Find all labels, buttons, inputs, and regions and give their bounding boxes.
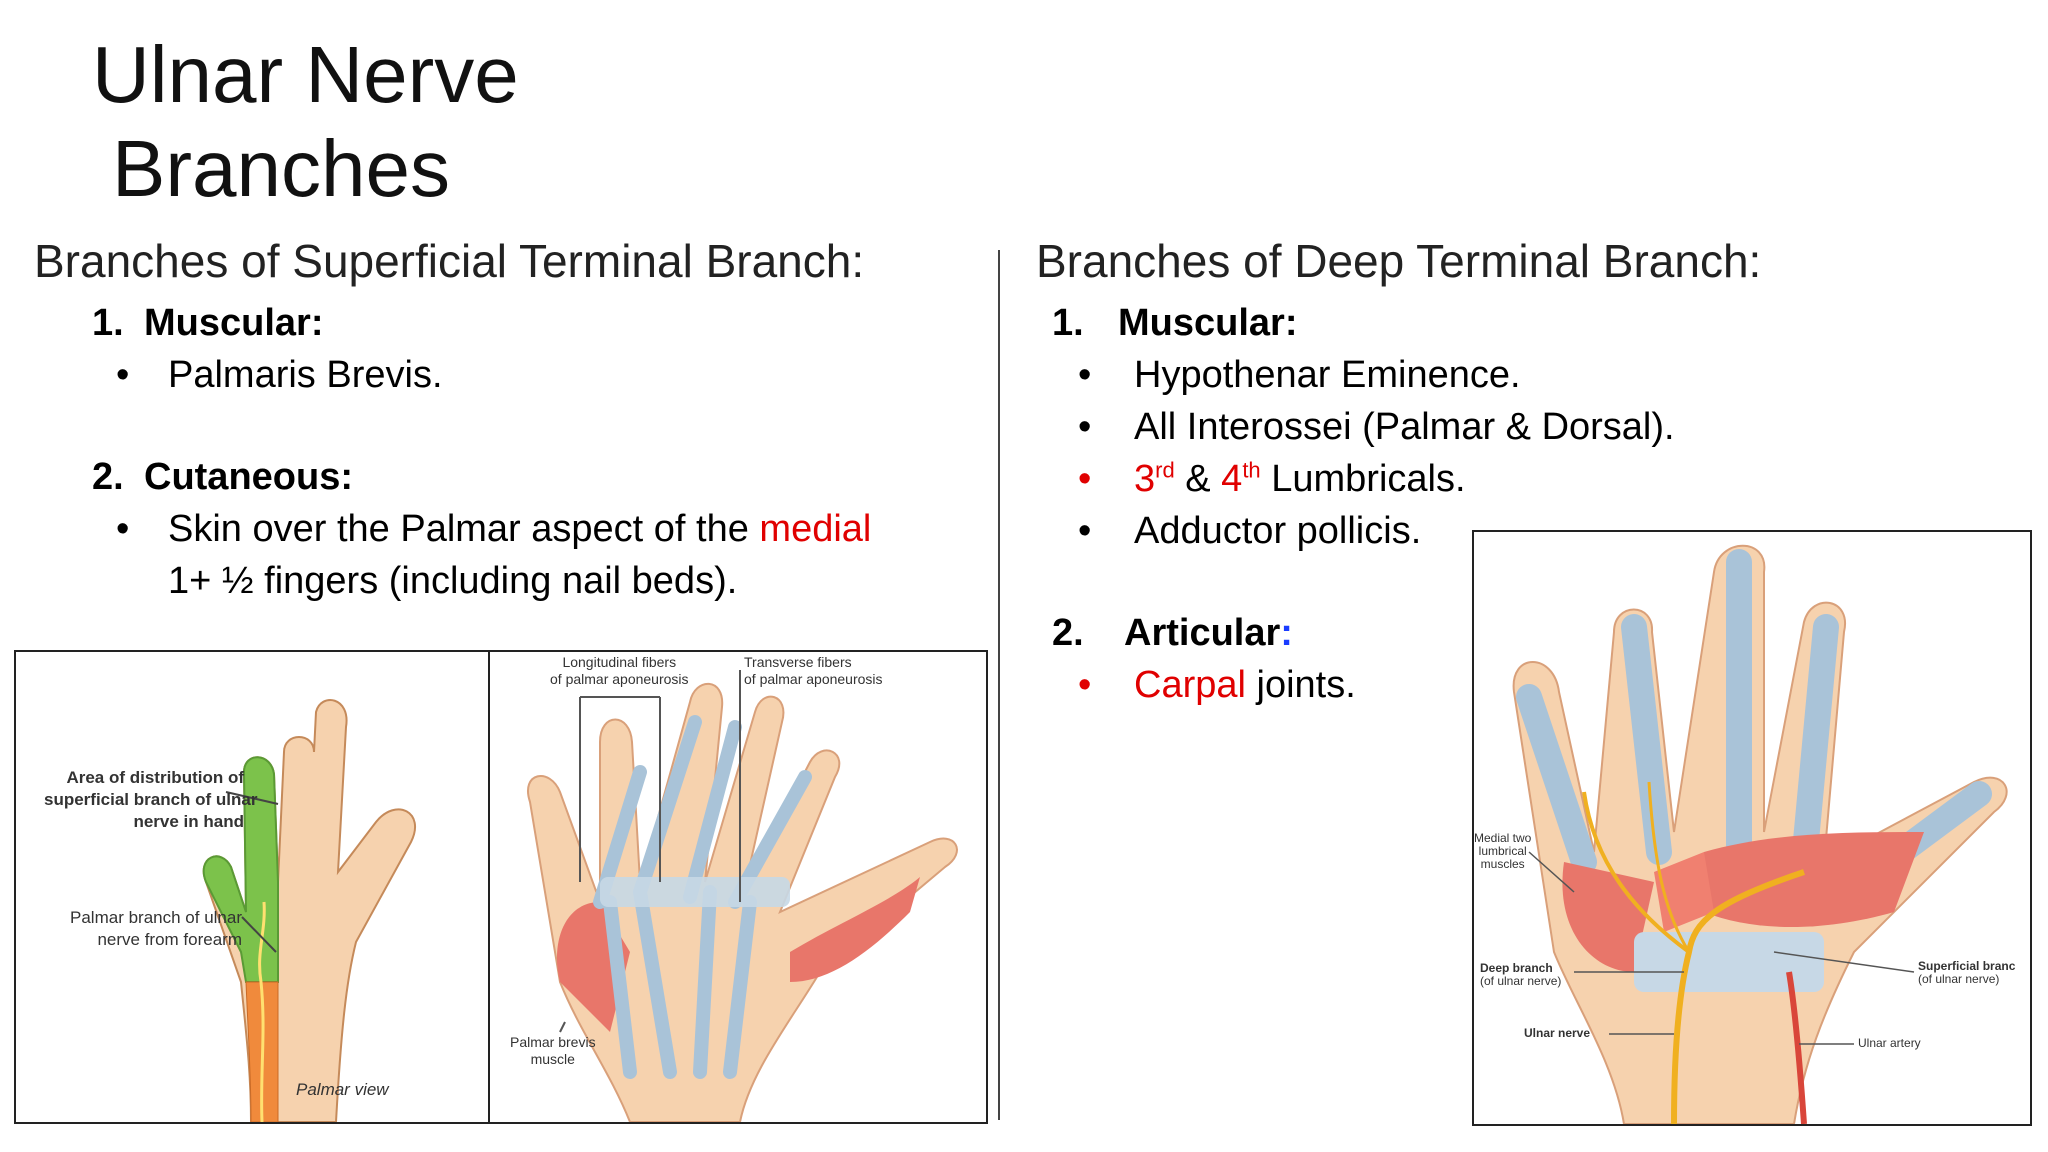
- label-palmar-branch: Palmar branch of ulnar nerve from forear…: [70, 908, 242, 949]
- column-divider: [998, 250, 1000, 1120]
- right-bullet-carpal: •Carpal joints.: [1078, 664, 1356, 706]
- label-ulnar-artery: Ulnar artery: [1858, 1036, 1921, 1050]
- right-item1-heading: 1.Muscular:: [1052, 302, 1298, 344]
- right-bullet-lumbricals: •3rd & 4th Lumbricals.: [1078, 457, 1466, 500]
- label-palmar-view: Palmar view: [296, 1080, 389, 1099]
- left-item1-heading: 1.Muscular:: [92, 302, 324, 344]
- label-palmar-brevis: Palmar brevis muscle: [510, 1034, 596, 1067]
- label-transverse-fibers: Transverse fibers of palmar aponeurosis: [744, 654, 883, 687]
- label-ulnar-nerve: Ulnar nerve: [1524, 1026, 1591, 1040]
- left-item2-heading: 2.Cutaneous:: [92, 456, 353, 498]
- label-medial-lumbricals: Medial two lumbrical muscles: [1474, 831, 1532, 871]
- left-item1-bullet: •Palmaris Brevis.: [116, 354, 443, 396]
- right-heading: Branches of Deep Terminal Branch:: [1036, 235, 1762, 287]
- right-bullet-interossei: •All Interossei (Palmar & Dorsal).: [1078, 406, 1675, 448]
- left-item2-bullet: •Skin over the Palmar aspect of the medi…: [116, 508, 872, 550]
- slide-title: Ulnar Nerve Branches: [92, 28, 519, 216]
- title-line2: Branches: [112, 124, 450, 213]
- label-superficial-branch: Superficial branc (of ulnar nerve): [1918, 959, 2016, 986]
- label-longitudinal-fibers: Longitudinal fibers of palmar aponeurosi…: [550, 654, 689, 687]
- figure-panel-divider: [488, 652, 490, 1122]
- label-deep-branch: Deep branch (of ulnar nerve): [1480, 961, 1562, 988]
- title-line1: Ulnar Nerve: [92, 30, 519, 119]
- superficial-branch-figure: Area of distribution of superficial bran…: [14, 650, 988, 1124]
- deep-branch-figure: Medial two lumbrical muscles Deep branch…: [1472, 530, 2032, 1126]
- right-bullet-hypothenar: •Hypothenar Eminence.: [1078, 354, 1521, 396]
- deep-branch-illustration: [1512, 544, 2008, 1124]
- hand-distribution-illustration: [202, 699, 417, 1122]
- right-bullet-adductor: •Adductor pollicis.: [1078, 510, 1422, 552]
- label-area-of-distribution: Area of distribution of superficial bran…: [44, 768, 258, 831]
- highlight-medial: medial: [759, 508, 872, 550]
- left-item2-bullet-cont: 1+ ½ fingers (including nail beds).: [168, 560, 738, 602]
- right-item2-heading: 2.Articular:: [1052, 612, 1293, 654]
- palmar-aponeurosis-illustration: [527, 670, 958, 1122]
- left-heading: Branches of Superficial Terminal Branch:: [34, 235, 865, 287]
